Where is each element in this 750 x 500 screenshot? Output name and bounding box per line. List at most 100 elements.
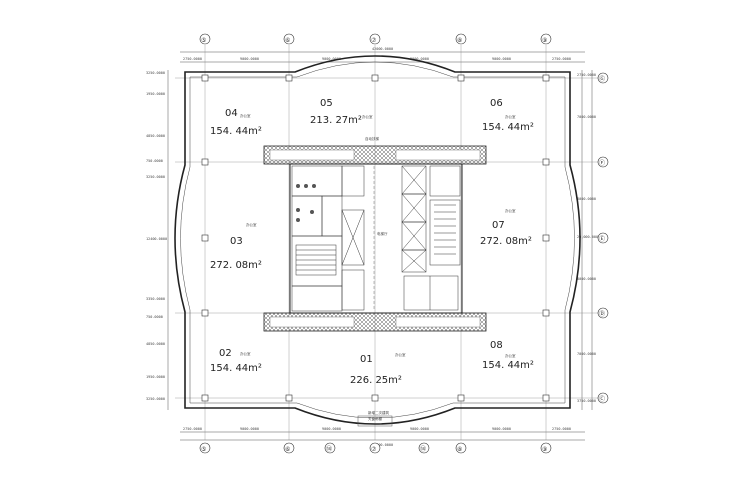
- svg-text:01: 01: [360, 354, 373, 365]
- right-dim-5: 8000.0000: [577, 277, 596, 281]
- right-dim-6: 7000.0000: [577, 352, 596, 356]
- svg-text:08: 08: [490, 340, 503, 351]
- right-dim-1: 2750.0000: [577, 73, 596, 77]
- axis-right-3: Ⓔ: [599, 235, 605, 243]
- axis-right-5: Ⓒ: [599, 395, 605, 403]
- unit-08: 08 154. 44m² 办公室: [482, 340, 534, 371]
- bottom-dim-5: 9000.0000: [492, 427, 511, 431]
- left-dim-4: 750.0000: [146, 159, 163, 163]
- left-dim-3: 4850.0000: [146, 134, 165, 138]
- core-left-rooms: [291, 165, 365, 312]
- svg-text:05: 05: [320, 98, 333, 109]
- top-total-dim: 42000.0000: [372, 47, 393, 51]
- axis-right-2: Ⓕ: [599, 159, 605, 167]
- unit-03: 03 272. 08m² 办公室: [210, 222, 262, 271]
- right-dim-labels: 2750.0000 7000.0000 8000.0000 20,000.000…: [577, 73, 600, 403]
- right-dim-3: 8000.0000: [577, 197, 596, 201]
- left-dim-1: 3250.0000: [146, 71, 165, 75]
- svg-text:07: 07: [492, 220, 505, 231]
- axis-right-4: Ⓓ: [599, 310, 605, 318]
- left-dim-8: 750.0000: [146, 315, 163, 319]
- left-dim-6: 12400.0000: [146, 237, 167, 241]
- axis-bottom-5: ⑭: [420, 445, 426, 453]
- svg-text:办公室: 办公室: [240, 351, 251, 356]
- right-axis-bubbles: [597, 72, 609, 404]
- unit-01: 01 226. 25m² 办公室: [350, 352, 406, 386]
- entrance-note-1: 新增二次建筑: [368, 410, 389, 415]
- axis-top-2: ⑥: [285, 37, 290, 44]
- svg-text:04: 04: [225, 108, 238, 119]
- svg-text:办公室: 办公室: [505, 114, 516, 119]
- axis-bottom-7: ⑨: [542, 446, 547, 453]
- bottom-axis-bubbles: [199, 442, 552, 454]
- left-dim-5: 3250.0000: [146, 175, 165, 179]
- entrance-box: [357, 415, 393, 427]
- left-dim-labels: 3250.0000 1950.0000 4850.0000 750.0000 3…: [146, 71, 167, 401]
- bottom-dim-6: 2750.0000: [552, 427, 571, 431]
- top-dim-6: 2750.0000: [552, 57, 571, 61]
- axis-top-1: ⑤: [201, 37, 206, 44]
- left-dim-9: 4850.0000: [146, 342, 165, 346]
- bottom-dim-2: 9000.0000: [240, 427, 259, 431]
- core-outline: [289, 163, 463, 314]
- columns: [201, 74, 550, 402]
- right-dim-7: 3750.0000: [577, 399, 596, 403]
- svg-text:办公室: 办公室: [395, 352, 406, 357]
- entrance-note-2: 天窗雨棚: [368, 416, 382, 421]
- svg-text:213. 27m²: 213. 27m²: [310, 115, 362, 126]
- top-dim-5: 9000.0000: [492, 57, 511, 61]
- svg-text:办公室: 办公室: [240, 113, 251, 118]
- right-dim-4: 20,000.0000: [577, 235, 600, 239]
- svg-text:06: 06: [490, 98, 503, 109]
- svg-text:226. 25m²: 226. 25m²: [350, 375, 402, 386]
- svg-text:02: 02: [219, 348, 232, 359]
- svg-text:办公室: 办公室: [362, 114, 373, 119]
- left-dim-7: 3350.0000: [146, 297, 165, 301]
- left-dim-2: 1950.0000: [146, 92, 165, 96]
- unit-05: 05 213. 27m² 办公室: [310, 98, 373, 126]
- inner-outline: [180, 61, 575, 419]
- core-top-label: 自动扶梯: [365, 136, 379, 141]
- axis-top-5: ⑨: [542, 37, 547, 44]
- core-center-label: 电梯厅: [377, 231, 388, 236]
- axis-right-1: Ⓖ: [599, 75, 605, 83]
- bottom-dimensions: [180, 431, 585, 441]
- building-outline: [174, 55, 581, 425]
- bottom-dim-3: 9000.0000: [322, 427, 341, 431]
- axis-top-4: ⑧: [457, 37, 462, 44]
- left-dim-11: 3250.0000: [146, 397, 165, 401]
- axis-bottom-1: ⑤: [201, 446, 206, 453]
- toilet-fixtures: [296, 184, 316, 222]
- unit-07: 07 272. 08m² 办公室: [480, 208, 532, 247]
- axis-top-3: ⑦: [371, 37, 377, 44]
- axis-bottom-6: ⑧: [457, 446, 462, 453]
- svg-text:154. 44m²: 154. 44m²: [482, 122, 534, 133]
- top-dim-3: 9000.0000: [322, 57, 341, 61]
- bottom-total-dim: 42000.0000: [372, 443, 393, 447]
- unit-02: 02 154. 44m² 办公室: [210, 348, 262, 374]
- svg-text:272. 08m²: 272. 08m²: [480, 236, 532, 247]
- svg-text:03: 03: [230, 236, 243, 247]
- unit-04: 04 154. 44m² 办公室: [210, 108, 262, 137]
- svg-text:272. 08m²: 272. 08m²: [210, 260, 262, 271]
- svg-text:办公室: 办公室: [505, 208, 516, 213]
- svg-text:154. 44m²: 154. 44m²: [482, 360, 534, 371]
- bottom-dim-1: 2750.0000: [183, 427, 202, 431]
- svg-text:154. 44m²: 154. 44m²: [210, 363, 262, 374]
- top-dim-1: 2750.0000: [183, 57, 202, 61]
- svg-text:办公室: 办公室: [246, 222, 257, 227]
- top-axis-bubbles: [199, 33, 552, 45]
- svg-text:154. 44m²: 154. 44m²: [210, 126, 262, 137]
- left-dim-10: 1950.0000: [146, 375, 165, 379]
- axis-bottom-4: ⑦: [371, 446, 377, 453]
- top-dim-4: 9000.0000: [410, 57, 429, 61]
- unit-06: 06 154. 44m² 办公室: [482, 98, 534, 133]
- core-right-rooms: [401, 165, 461, 311]
- right-dimensions: [581, 70, 593, 410]
- right-dim-2: 7000.0000: [577, 115, 596, 119]
- axis-bottom-2: ⑥: [285, 446, 290, 453]
- svg-text:办公室: 办公室: [505, 353, 516, 358]
- axis-bottom-3: ⑭: [326, 445, 332, 453]
- bottom-dim-4: 9000.0000: [410, 427, 429, 431]
